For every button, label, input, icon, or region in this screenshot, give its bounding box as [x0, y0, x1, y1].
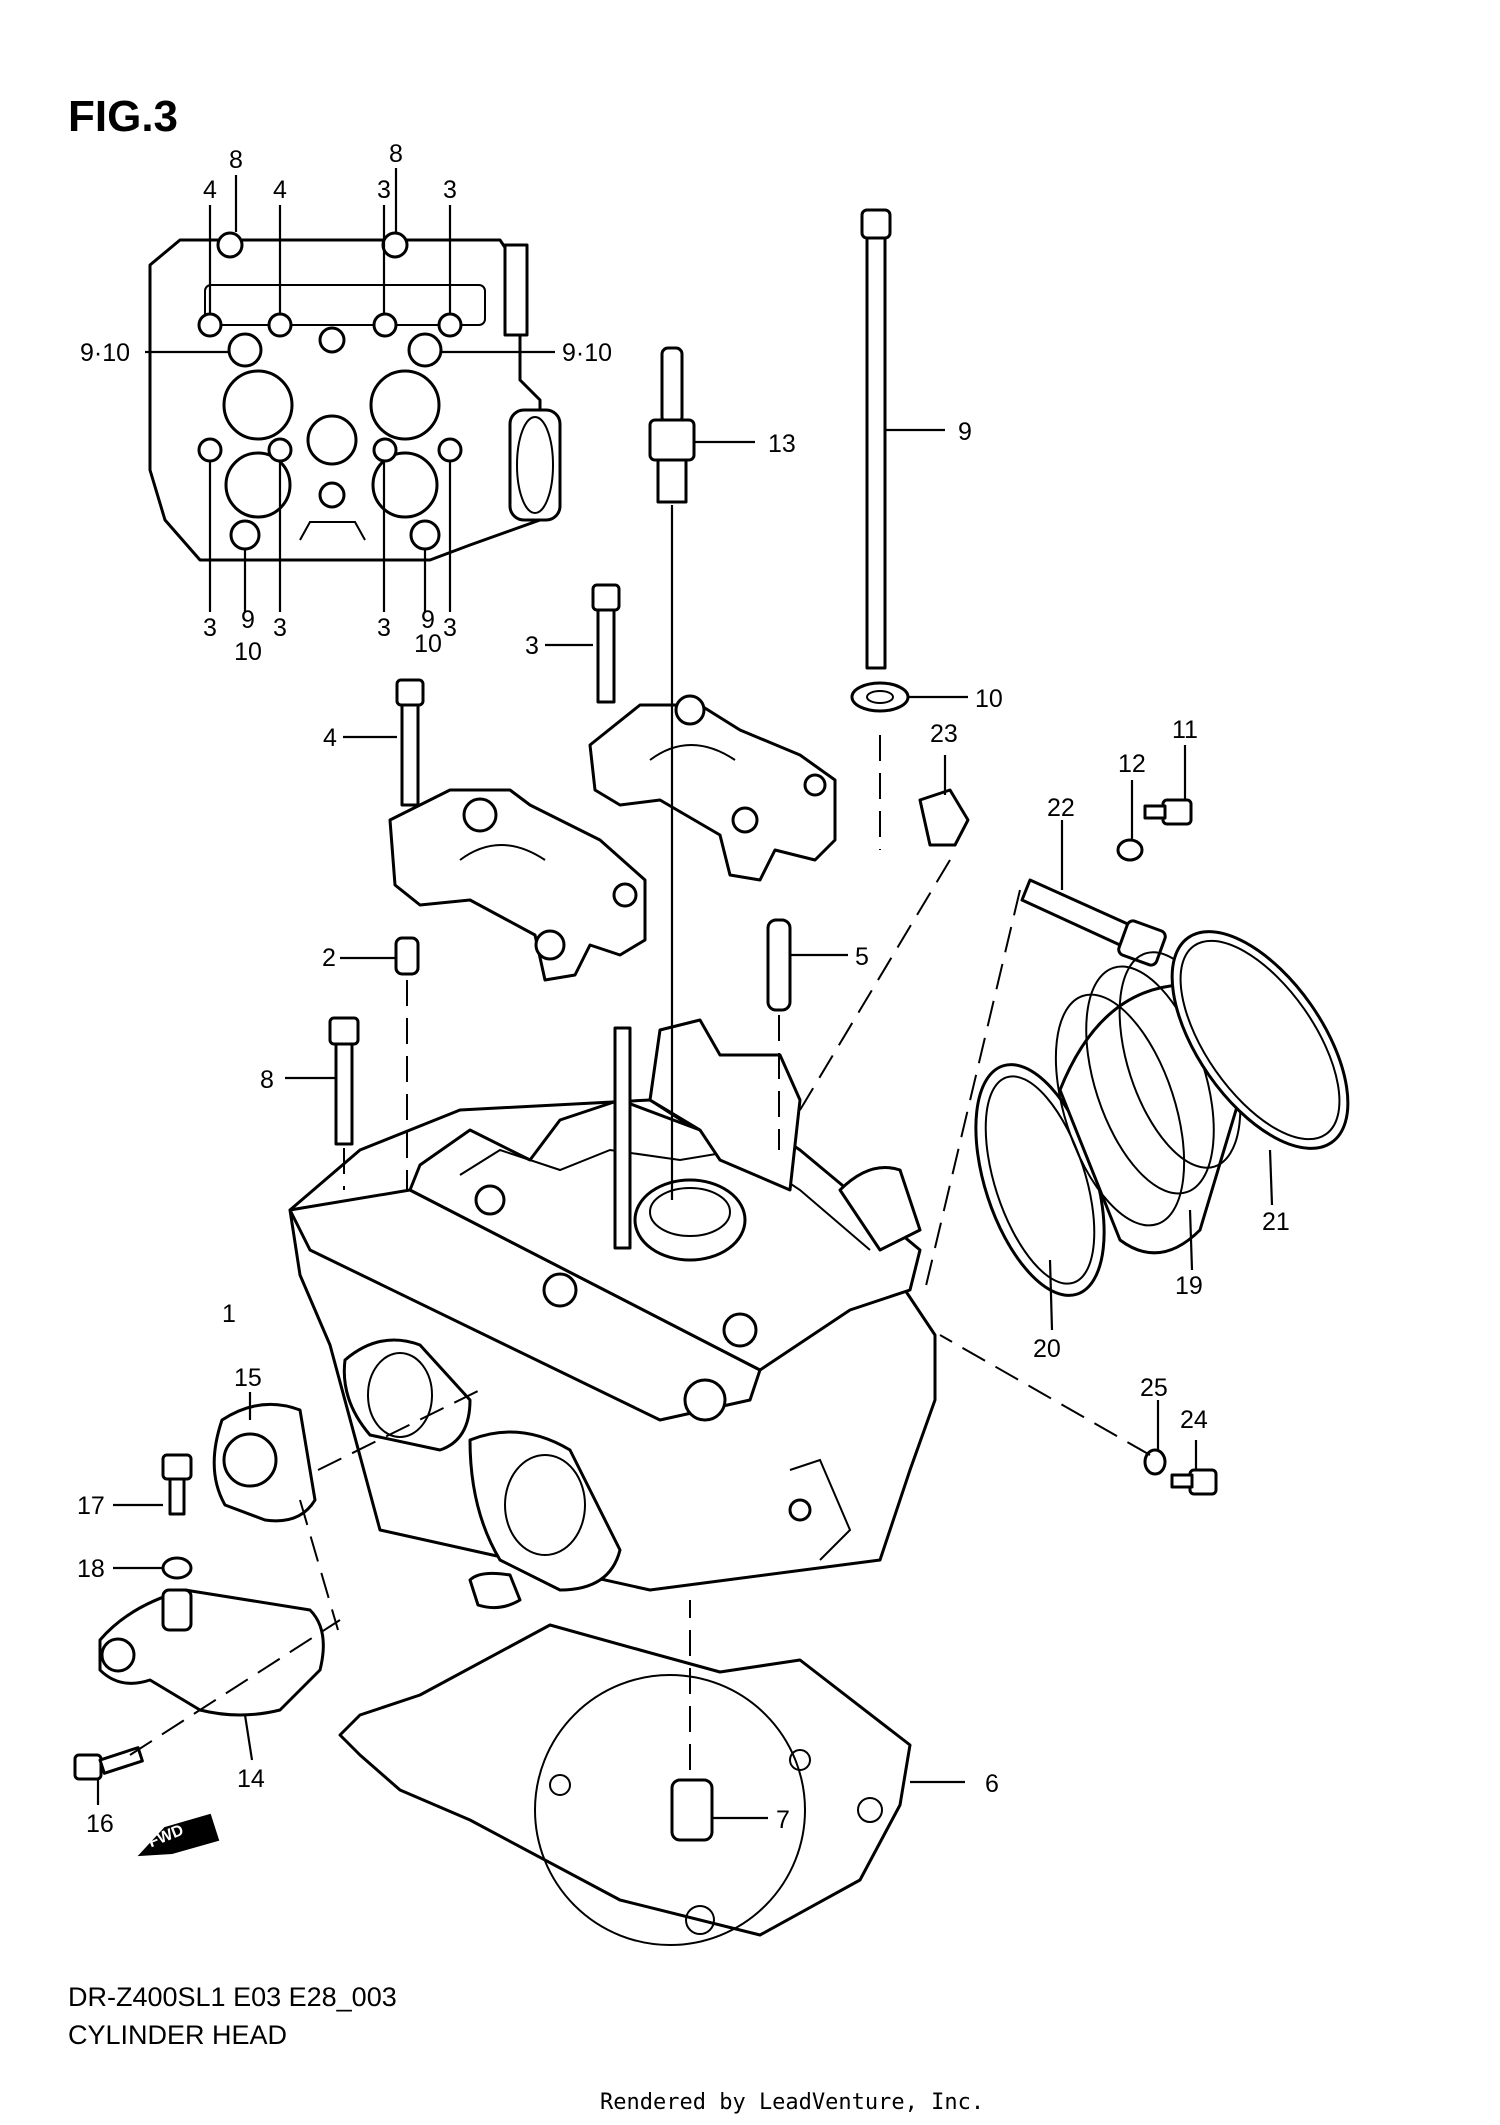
bolt-parts-24-25 [939, 1334, 1218, 1496]
fasteners-parts-11-12-22-23 [799, 745, 1193, 1291]
callout-24: 24 [1180, 1406, 1208, 1434]
callout-20: 20 [1033, 1335, 1061, 1363]
valve-part-5 [766, 918, 848, 1150]
inset-callout-3d: 3 [273, 614, 287, 642]
camshaft-holder-parts-3-4 [343, 583, 837, 982]
callout-22: 22 [1047, 794, 1075, 822]
callout-16: 16 [86, 1810, 114, 1838]
callout-7: 7 [776, 1806, 790, 1834]
callout-21: 21 [1262, 1208, 1290, 1236]
inset-callout-8b: 8 [389, 140, 403, 168]
callout-23: 23 [930, 720, 958, 748]
callout-2: 2 [322, 944, 336, 972]
callout-11: 11 [1172, 716, 1198, 744]
fwd-arrow-icon [137, 1813, 220, 1857]
stud-bolt-part-9 [850, 208, 968, 850]
inset-leaders [145, 168, 555, 612]
callout-8: 8 [260, 1066, 274, 1094]
part-callout-labels: 1 2 3 4 5 6 7 8 9 10 11 12 13 14 15 16 1… [77, 418, 1290, 1838]
inset-callout-10b: 10 [414, 630, 442, 658]
spark-plug-part-13 [648, 346, 755, 1200]
model-code: DR-Z400SL1 E03 E28_003 [68, 1982, 397, 2012]
callout-13: 13 [768, 430, 796, 458]
inset-head-top-view [148, 231, 562, 562]
inset-callout-3e: 3 [377, 614, 391, 642]
callout-3: 3 [525, 632, 539, 660]
callout-4: 4 [323, 724, 337, 752]
callout-25: 25 [1140, 1374, 1168, 1402]
inset-callout-3b: 3 [443, 176, 457, 204]
callout-12: 12 [1118, 750, 1146, 778]
callout-17: 17 [77, 1492, 105, 1520]
inset-callout-9-10-left: 9·10 [80, 339, 130, 367]
rendered-by-credit: Rendered by LeadVenture, Inc. [600, 2090, 985, 2115]
inset-callout-labels: 8 8 4 4 3 3 9·10 9·10 3 3 3 3 9 9 10 10 [80, 140, 612, 666]
section-name: CYLINDER HEAD [68, 2020, 288, 2050]
inset-callout-10a: 10 [234, 638, 262, 666]
callout-1: 1 [222, 1300, 236, 1328]
inset-callout-8a: 8 [229, 146, 243, 174]
callout-19: 19 [1175, 1272, 1203, 1300]
inset-callout-9-10-right: 9·10 [562, 339, 612, 367]
callout-14: 14 [237, 1765, 265, 1793]
callout-6: 6 [985, 1770, 999, 1798]
cylinder-head-part-1 [288, 1018, 937, 1610]
inset-callout-4a: 4 [203, 176, 217, 204]
inset-callout-9a: 9 [241, 606, 255, 634]
inset-callout-3f: 3 [443, 614, 457, 642]
inset-callout-4b: 4 [273, 176, 287, 204]
thermostat-parts-14-18 [73, 1389, 481, 1805]
dowel-pin-part-2 [340, 936, 420, 1190]
gasket-part-6 [338, 1600, 965, 1946]
callout-15: 15 [234, 1364, 262, 1392]
callout-18: 18 [77, 1555, 105, 1583]
bolt-part-8 [285, 1016, 360, 1190]
callout-5: 5 [855, 943, 869, 971]
intake-parts-19-20-21 [974, 930, 1350, 1331]
callout-10: 10 [975, 685, 1003, 713]
figure-title: FIG.3 [68, 92, 179, 141]
inset-callout-3c: 3 [203, 614, 217, 642]
inset-callout-3a: 3 [377, 176, 391, 204]
inset-callout-9b: 9 [421, 606, 435, 634]
callout-9: 9 [958, 418, 972, 446]
